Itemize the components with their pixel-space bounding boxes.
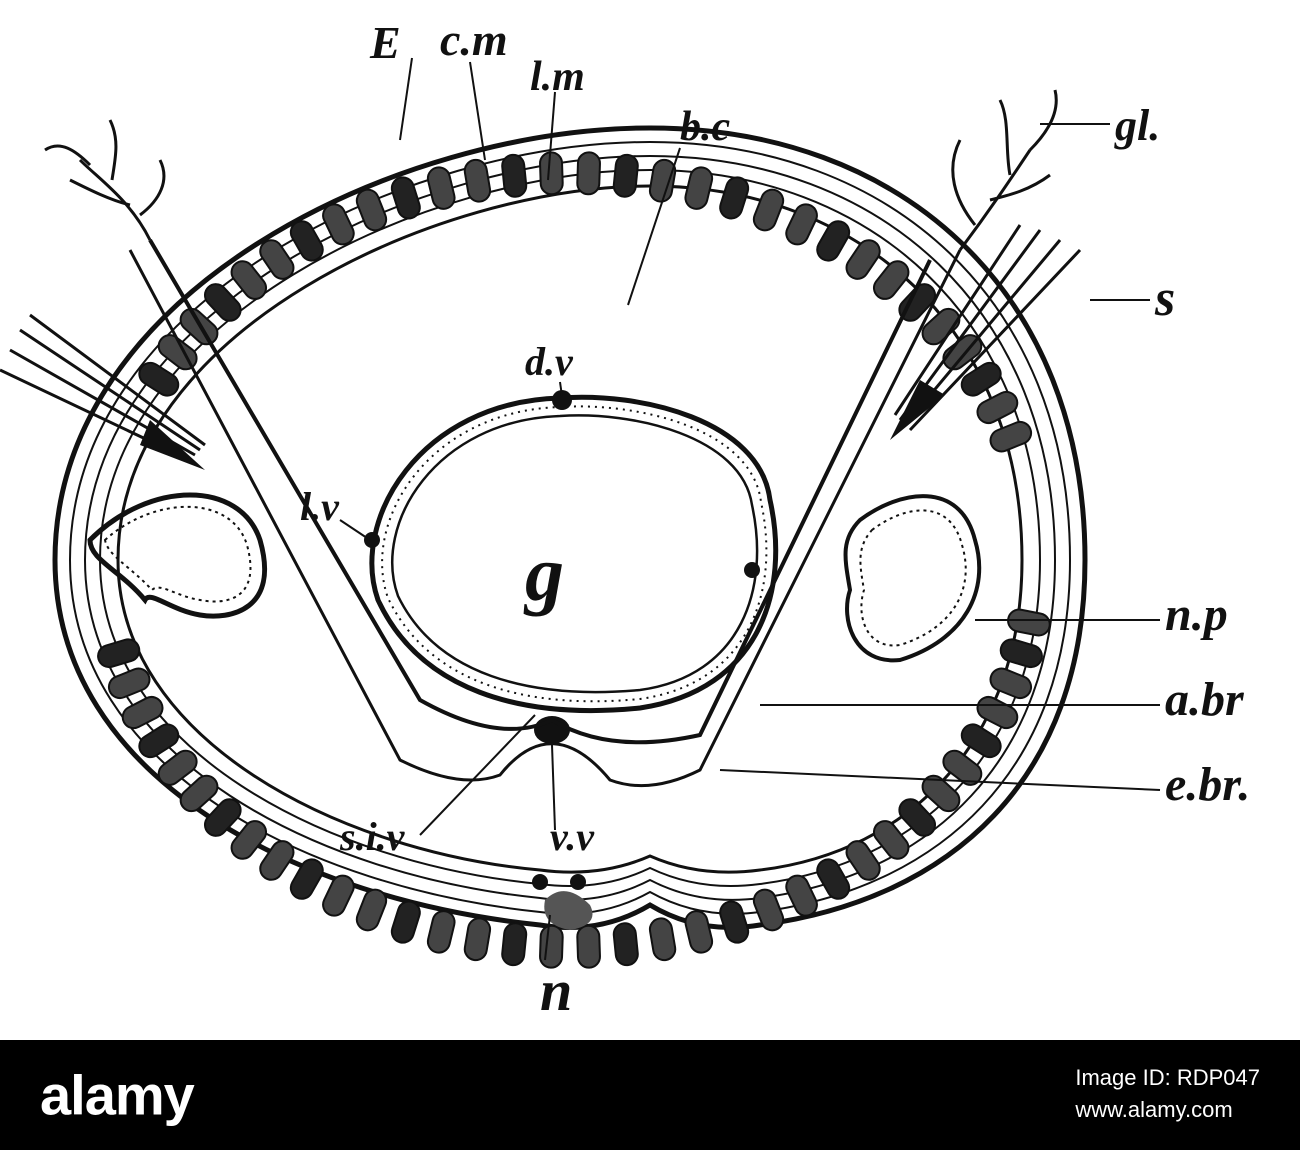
- muscle-bundle: [989, 667, 1033, 700]
- label-ebr: e.br.: [1165, 758, 1250, 811]
- muscle-bundle: [390, 176, 421, 220]
- label-gl: gl.: [1114, 101, 1160, 150]
- muscle-bundle: [322, 203, 355, 246]
- muscle-bundle: [390, 900, 421, 944]
- muscle-bundle: [322, 874, 355, 917]
- muscle-bundle: [872, 820, 910, 860]
- nephridial-tubes: [44, 89, 1058, 788]
- brand-name: alamy: [40, 1063, 195, 1127]
- muscle-bundle: [989, 420, 1033, 453]
- label-lv: l.v: [300, 484, 340, 529]
- muscle-bundle: [463, 917, 492, 962]
- muscle-bundle: [1007, 608, 1051, 637]
- muscle-bundle: [684, 166, 714, 210]
- muscle-bundle: [463, 158, 492, 203]
- muscle-bundle: [576, 924, 601, 969]
- muscle-bundle: [259, 840, 295, 881]
- muscle-bundle: [872, 260, 910, 300]
- muscle-bundle: [845, 840, 881, 881]
- diagram-labels: E c.m l.m b.c gl. s d.v l.v g n.p a.br e…: [300, 14, 1250, 1023]
- label-np: n.p: [1165, 588, 1228, 641]
- muscle-bundle: [203, 798, 242, 837]
- muscle-bundle: [976, 390, 1019, 425]
- muscle-bundle: [648, 158, 677, 203]
- muscle-bundle: [426, 910, 456, 954]
- image-info: Image ID: RDP047 www.alamy.com: [1075, 1062, 1260, 1126]
- label-cm: c.m: [440, 14, 508, 65]
- label-n: n: [540, 958, 572, 1023]
- muscle-bundle: [816, 220, 851, 262]
- muscle-bundle: [138, 361, 180, 397]
- muscle-bundle: [719, 176, 750, 220]
- setae: [0, 224, 1082, 470]
- muscle-bundle: [785, 203, 818, 246]
- muscle-bundle: [960, 361, 1002, 397]
- muscle-bundle: [684, 910, 714, 954]
- muscle-bundle: [179, 774, 219, 813]
- muscle-bundle: [942, 749, 983, 786]
- label-lm: l.m: [530, 54, 585, 100]
- muscle-bundle: [785, 874, 818, 917]
- muscle-bundle: [121, 695, 164, 730]
- muscle-bundle: [355, 188, 388, 232]
- muscle-bundle: [752, 888, 785, 932]
- muscle-bundle: [816, 858, 851, 900]
- muscle-bundle: [539, 151, 564, 196]
- muscle-bundle: [203, 283, 242, 322]
- image-id: Image ID: RDP047: [1075, 1065, 1260, 1090]
- label-siv: s.i.v: [339, 814, 406, 859]
- muscle-bundle: [97, 638, 141, 669]
- muscle-bundle: [898, 798, 937, 837]
- label-vv: v.v: [550, 814, 595, 859]
- gut: [364, 390, 779, 713]
- muscle-bundle: [289, 858, 324, 900]
- muscle-bundle: [501, 922, 528, 967]
- muscle-bundle: [576, 151, 601, 196]
- muscle-bundle: [719, 900, 750, 944]
- nephridial-pouches: [87, 492, 982, 663]
- muscle-bundle: [355, 888, 388, 932]
- muscle-bundle: [230, 260, 268, 300]
- muscle-bundle: [107, 667, 151, 700]
- longitudinal-muscle-bundles: [97, 151, 1051, 969]
- leader-lines: [339, 57, 1161, 961]
- muscle-bundle: [612, 922, 639, 967]
- muscle-bundle: [157, 749, 198, 786]
- muscle-bundle: [845, 239, 881, 280]
- muscle-bundle: [612, 153, 639, 198]
- muscle-bundle: [648, 917, 677, 962]
- nerve-cord: [532, 874, 593, 930]
- label-abr: a.br: [1165, 673, 1245, 726]
- muscle-bundle: [259, 239, 295, 280]
- watermark-footer: alamy Image ID: RDP047 www.alamy.com: [0, 1040, 1300, 1150]
- muscle-bundle: [230, 820, 268, 860]
- label-s: s: [1154, 270, 1175, 327]
- muscle-bundle: [960, 723, 1002, 759]
- site-url[interactable]: www.alamy.com: [1075, 1097, 1233, 1122]
- label-g: g: [523, 530, 564, 617]
- label-bc: b.c: [680, 104, 731, 150]
- muscle-bundle: [426, 166, 456, 210]
- label-E: E: [369, 17, 401, 68]
- cross-section-diagram: E c.m l.m b.c gl. s d.v l.v g n.p a.br e…: [0, 14, 1251, 1023]
- label-dv: d.v: [525, 339, 574, 384]
- muscle-bundle: [289, 220, 324, 262]
- muscle-bundle: [999, 638, 1043, 669]
- body-wall: [52, 125, 1088, 930]
- muscle-bundle: [752, 188, 785, 232]
- brand-logo[interactable]: alamy: [40, 1058, 195, 1128]
- muscle-bundle: [501, 153, 528, 198]
- muscle-bundle: [138, 723, 180, 759]
